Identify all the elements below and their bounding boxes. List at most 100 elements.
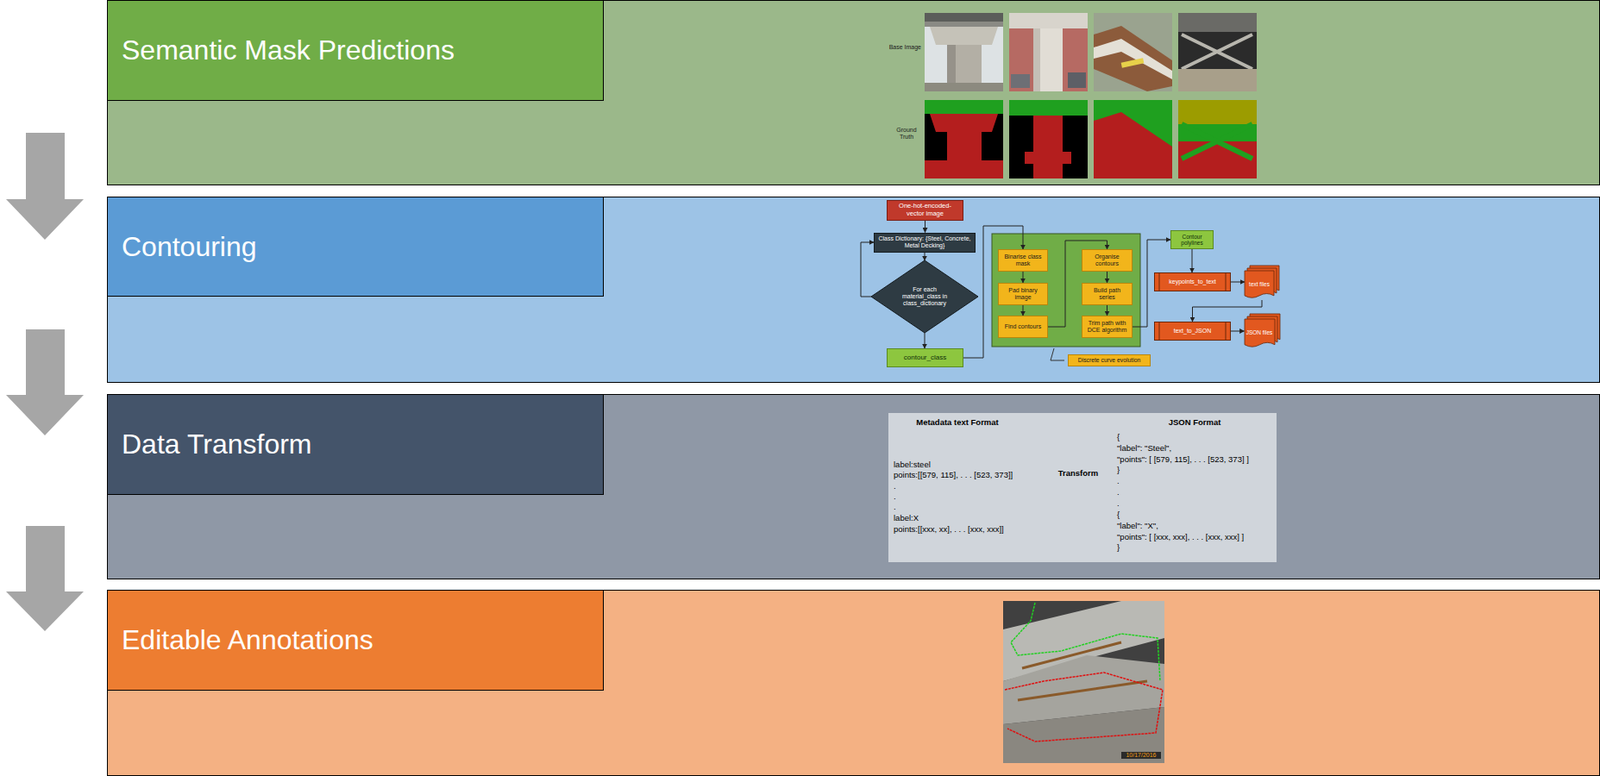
code-line: points:[[xxx, xx], . . . [xxx, xxx]] (893, 524, 1004, 534)
step-box: Organise contours (1081, 249, 1133, 272)
group-box (991, 233, 1141, 347)
code-line: "points": [ [xxx, xxx], . . . [xxx, xxx]… (1116, 532, 1244, 542)
subroutine-bars (1159, 272, 1226, 292)
stage-band: Semantic Mask Predictions (106, 0, 1600, 186)
mask-region (929, 113, 998, 132)
subroutine-box: keypoints_to_text (1154, 272, 1231, 292)
flow-connector (924, 220, 926, 233)
photo-car (1067, 72, 1086, 88)
dictionary-box: Class Dictionary: {Steel, Concrete, Meta… (873, 232, 976, 253)
code-line: } (1116, 542, 1120, 553)
photo-sticker (1121, 57, 1145, 68)
stage-title: Semantic Mask Predictions (121, 34, 455, 67)
decision-diamond-shape (871, 260, 979, 333)
photo-deck (924, 21, 1004, 27)
code-line: . (893, 501, 897, 512)
row-label: Base Image (871, 43, 922, 51)
block-arrow (6, 132, 84, 240)
flow-connector (1106, 305, 1108, 316)
base-image (924, 12, 1004, 92)
mask-region (924, 100, 1004, 114)
code-line: { (1116, 509, 1120, 520)
photo-column (1033, 28, 1063, 92)
photo-shadow (1033, 28, 1041, 92)
contour-annotation (1004, 672, 1163, 742)
flow-arrows (6, 132, 84, 632)
node-label: Pad binary image (1001, 287, 1045, 302)
code-line: { (1116, 432, 1120, 442)
document-sheet (1247, 268, 1277, 295)
node-label: Contour polylines (1173, 233, 1211, 247)
mask-region (1093, 100, 1173, 179)
mask-region (924, 160, 1004, 179)
code-line: . (1116, 498, 1120, 509)
photo-car (1010, 74, 1030, 88)
mask-region (1024, 151, 1072, 164)
photo-background (1003, 601, 1165, 764)
code-line: . (1116, 487, 1120, 497)
photo-bracing (1181, 34, 1253, 70)
flow-connector (860, 242, 874, 297)
flow-connector (924, 252, 926, 262)
band-ground (106, 589, 1600, 776)
photo-deck (924, 12, 1004, 22)
node-label: Build path series (1085, 287, 1130, 302)
node-label: keypoints_to_text (1168, 278, 1216, 286)
block-arrow (6, 526, 84, 632)
flow-connector (1192, 249, 1193, 273)
node-label: text_to_JSON (1173, 327, 1212, 335)
mask-region (1178, 100, 1257, 125)
document-sheet (1247, 316, 1278, 345)
node-label: For each material_class in class_diction… (897, 286, 953, 308)
stage-band: Editable Annotations (106, 589, 1600, 776)
mask-region (1009, 100, 1088, 116)
flow-connector (1192, 300, 1263, 322)
format-heading: Transform (1058, 468, 1099, 478)
node-label: Trim path with DCE algorithm (1085, 320, 1130, 334)
stage-header: Semantic Mask Predictions (107, 0, 604, 101)
output-box: Contour polylines (1170, 230, 1214, 250)
block-arrow (6, 329, 84, 436)
transform-arrow (1059, 484, 1098, 511)
document-sheet (1244, 270, 1274, 298)
photo-steel (1178, 12, 1257, 32)
photo-background (1093, 12, 1173, 92)
band-ground (106, 0, 1600, 186)
document-sheet (1249, 313, 1280, 342)
code-line: . (893, 491, 897, 502)
photo-ground (924, 82, 1004, 92)
step-box: Build path series (1081, 282, 1133, 306)
format-panel: Metadata text FormatJSON FormatTransform… (888, 413, 1277, 563)
code-line: "label": "Steel", (1116, 443, 1172, 453)
stage-band: ContouringOne-hot-encoded-vector imageCl… (106, 196, 1600, 383)
flow-connector (924, 332, 926, 349)
document-sheet (1244, 319, 1275, 347)
document-sheet (1249, 265, 1280, 293)
mask-image (924, 100, 1004, 179)
node-label: text files (1248, 281, 1270, 288)
code-line: . (893, 481, 897, 491)
document-stack: JSON files (1244, 313, 1280, 350)
process-box: contour_class (886, 348, 964, 368)
mask-image (1093, 100, 1173, 179)
photo-beam (1009, 12, 1088, 29)
date-stamp: 10/17/2016 (1121, 752, 1161, 760)
format-heading: Metadata text Format (916, 417, 999, 427)
photo-sky (924, 12, 1004, 92)
band-ground (106, 394, 1600, 580)
stage-title: Contouring (121, 231, 258, 264)
photo-background (1009, 12, 1088, 92)
stage-header: Editable Annotations (107, 590, 604, 691)
band-ground (106, 196, 1600, 383)
photo-ground (1003, 707, 1165, 764)
subroutine-box: text_to_JSON (1154, 321, 1231, 341)
document-stack: text files (1244, 265, 1280, 301)
code-line: label:steel (893, 459, 931, 470)
stage-title: Data Transform (121, 428, 313, 461)
flow-connector (1047, 240, 1108, 327)
contour-annotation (1010, 602, 1161, 682)
subroutine-bars (1159, 321, 1226, 341)
